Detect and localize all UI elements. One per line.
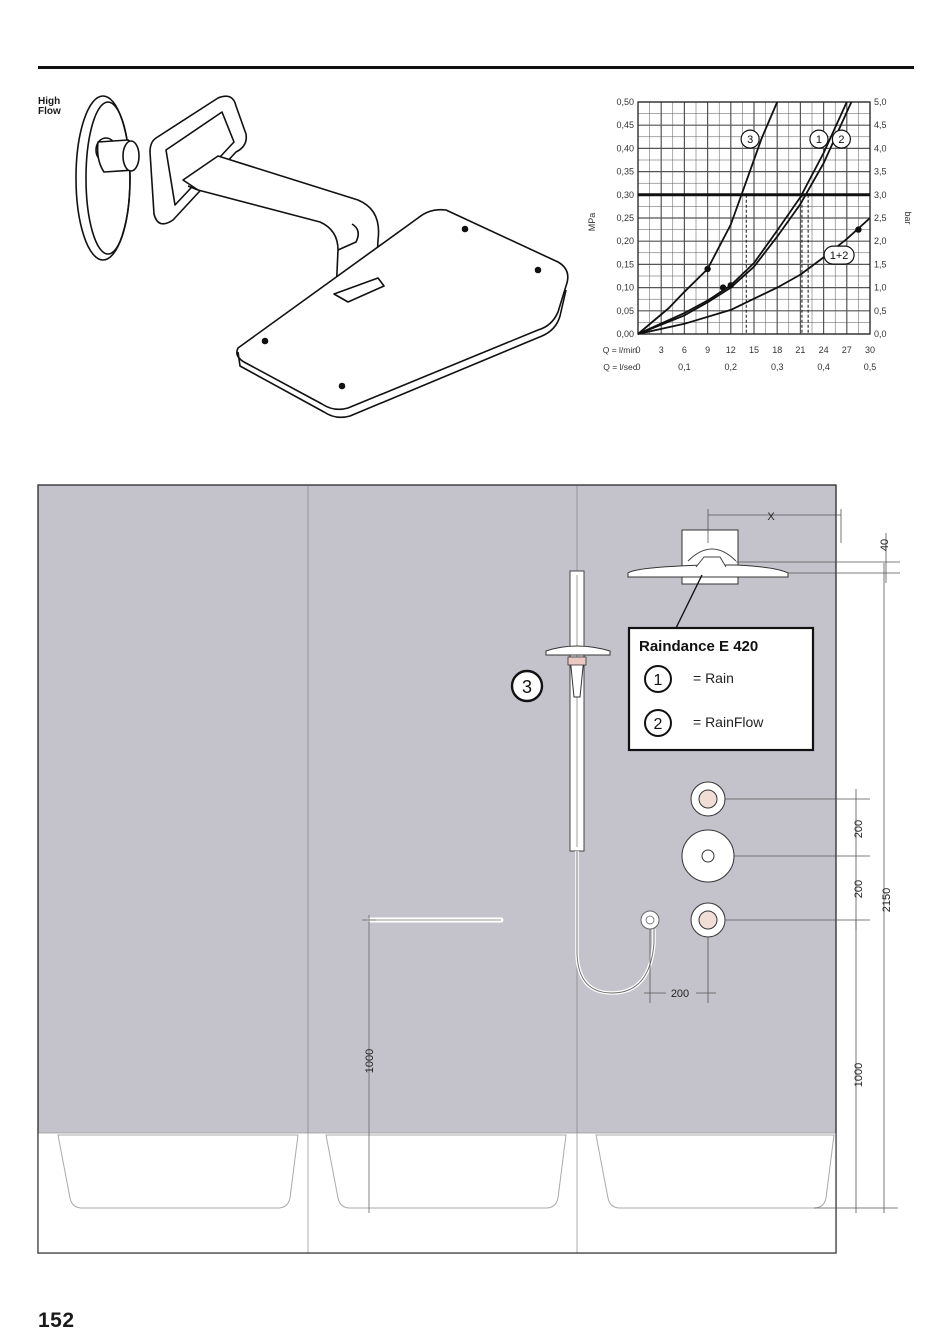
dim-200-top: 200 <box>853 820 865 838</box>
shower-rail <box>570 571 584 851</box>
y-right-tick-label: 3,0 <box>874 190 887 200</box>
x-tick-label-lsec: 0,1 <box>678 362 691 372</box>
x-tick-label-lmin: 27 <box>842 345 852 355</box>
dim-200-middle: 200 <box>853 880 865 898</box>
series-marker-2 <box>720 284 726 290</box>
x-tick-label-lmin: 30 <box>865 345 875 355</box>
y-right-tick-label: 1,5 <box>874 259 887 269</box>
installation-plan: 1000 X 40 Raindance E 420 1 = Rain 2 = R… <box>36 483 916 1263</box>
y-left-tick-label: 0,20 <box>616 236 634 246</box>
legend-num-1: 1 <box>654 672 663 689</box>
y-left-tick-label: 0,30 <box>616 190 634 200</box>
series-label-1plus2: 1+2 <box>830 250 849 262</box>
y-right-tick-label: 2,5 <box>874 213 887 223</box>
dim-40: 40 <box>879 539 891 551</box>
callout-3: 3 <box>522 677 532 697</box>
hose-connector <box>641 911 659 929</box>
tub-outline-right <box>596 1135 834 1208</box>
y-left-tick-label: 0,10 <box>616 283 634 293</box>
dim-1000-right: 1000 <box>853 1063 865 1087</box>
y-right-axis-label: bar <box>903 211 913 224</box>
x-tick-label-lmin: 12 <box>726 345 736 355</box>
y-left-axis-label: MPa <box>587 213 597 232</box>
y-right-tick-label: 4,0 <box>874 143 887 153</box>
y-left-tick-label: 0,00 <box>616 329 634 339</box>
y-left-tick-label: 0,15 <box>616 259 634 269</box>
legend-num-2: 2 <box>654 716 663 733</box>
y-right-tick-label: 0,5 <box>874 306 887 316</box>
legend-label-2: = RainFlow <box>693 714 764 730</box>
dim-1000-left: 1000 <box>364 1049 376 1073</box>
x-tick-label-lmin: 18 <box>772 345 782 355</box>
x-tick-label-lmin: 6 <box>682 345 687 355</box>
y-right-tick-label: 5,0 <box>874 97 887 107</box>
dim-200-horizontal: 200 <box>671 988 689 1000</box>
y-right-tick-label: 2,0 <box>874 236 887 246</box>
valve-bottom <box>691 903 725 937</box>
y-right-tick-label: 3,5 <box>874 167 887 177</box>
product-legend-title: Raindance E 420 <box>639 638 758 655</box>
legend-label-1: = Rain <box>693 670 734 686</box>
series-marker-1plus2 <box>855 226 861 232</box>
y-left-tick-label: 0,35 <box>616 167 634 177</box>
thermostat-valve <box>682 830 734 882</box>
product-illustration <box>38 90 578 430</box>
dim-2150: 2150 <box>881 888 893 912</box>
series-marker-3 <box>704 266 710 272</box>
x-tick-label-lsec: 0,2 <box>725 362 738 372</box>
x-tick-label-lsec: 0 <box>635 362 640 372</box>
series-label-3: 3 <box>747 134 753 146</box>
top-rule <box>38 66 914 69</box>
x-tick-label-lmin: 15 <box>749 345 759 355</box>
y-right-tick-label: 4,5 <box>874 120 887 130</box>
x-tick-label-lsec: 0,4 <box>817 362 830 372</box>
series-label-1: 1 <box>816 134 822 146</box>
tub-outline-middle <box>326 1135 566 1208</box>
series-label-2: 2 <box>838 134 844 146</box>
x-tick-label-lmin: 21 <box>795 345 805 355</box>
x-tick-label-lmin: 9 <box>705 345 710 355</box>
y-right-tick-label: 0,0 <box>874 329 887 339</box>
dim-x: X <box>767 511 775 523</box>
y-left-tick-label: 0,25 <box>616 213 634 223</box>
x-tick-label-lsec: 0,3 <box>771 362 784 372</box>
page-number: 152 <box>38 1309 75 1333</box>
y-left-tick-label: 0,40 <box>616 143 634 153</box>
tub-outline-left <box>58 1135 298 1208</box>
y-left-tick-label: 0,50 <box>616 97 634 107</box>
x-tick-label-lsec: 0,5 <box>864 362 877 372</box>
y-right-tick-label: 1,0 <box>874 283 887 293</box>
valve-top <box>691 782 725 816</box>
x-tick-label-lmin: 0 <box>635 345 640 355</box>
flow-rate-chart: 0,000,050,100,150,200,250,300,350,400,45… <box>575 92 915 392</box>
head-plate <box>237 210 568 410</box>
x-axis-row-label: Q = l/sec <box>603 362 638 372</box>
x-tick-label-lmin: 3 <box>659 345 664 355</box>
y-left-tick-label: 0,45 <box>616 120 634 130</box>
x-tick-label-lmin: 24 <box>819 345 829 355</box>
x-axis-row-label: Q = l/min <box>603 345 638 355</box>
y-left-tick-label: 0,05 <box>616 306 634 316</box>
